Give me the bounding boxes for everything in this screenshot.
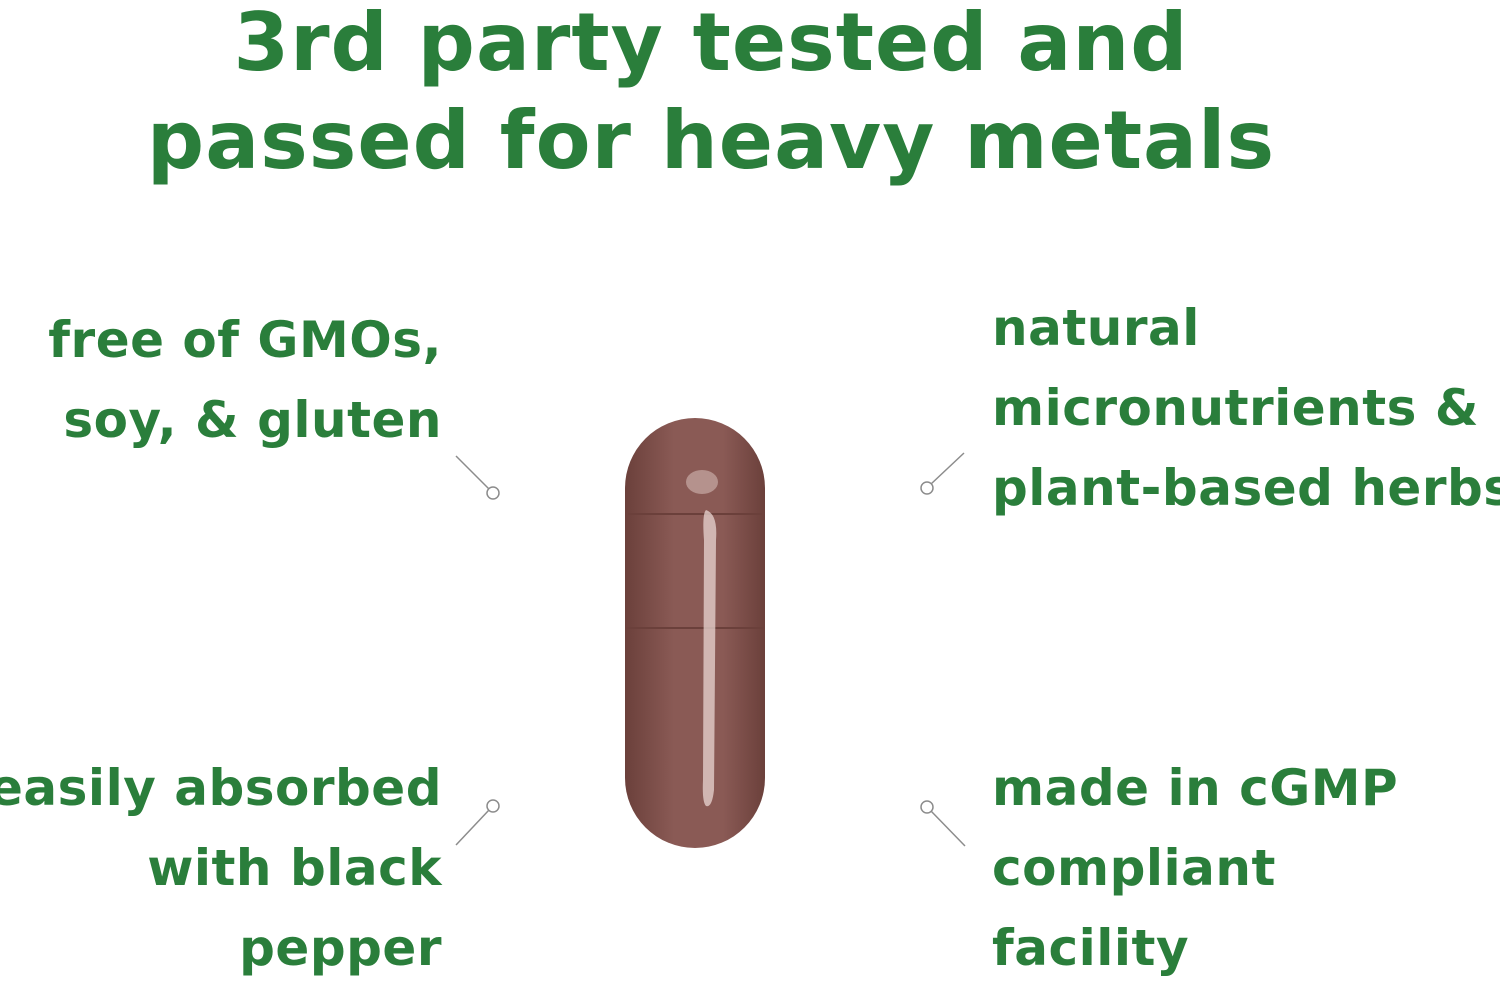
feature-gmo-line-2: soy, & gluten	[63, 391, 442, 449]
feature-cgmp-line-3: facility	[992, 919, 1190, 977]
connector-gmo	[455, 455, 500, 500]
capsule-highlight	[702, 510, 717, 807]
feature-black-pepper: easily absorbed with black pepper	[0, 748, 442, 988]
connector-cgmp	[920, 800, 966, 847]
feature-gmo-free: free of GMOs, soy, & gluten	[48, 300, 442, 460]
connector-micro	[920, 452, 965, 495]
feature-pepper-line-2: with black	[147, 839, 442, 897]
feature-cgmp-line-2: compliant	[992, 839, 1276, 897]
feature-micro-line-2: micronutrients &	[992, 379, 1479, 437]
headline-line-2: passed for heavy metals	[146, 94, 1276, 187]
capsule-body	[625, 418, 765, 848]
feature-cgmp-facility: made in cGMP compliant facility	[992, 748, 1398, 988]
feature-pepper-line-3: pepper	[239, 919, 442, 977]
capsule-cap-shine	[686, 470, 718, 494]
feature-micro-line-3: plant-based herbs	[992, 459, 1500, 517]
feature-pepper-line-1: easily absorbed	[0, 759, 442, 817]
feature-micro-line-1: natural	[992, 299, 1200, 357]
connector-pepper	[455, 799, 500, 846]
feature-cgmp-line-1: made in cGMP	[992, 759, 1399, 817]
feature-natural-micronutrients: natural micronutrients & plant-based her…	[992, 288, 1500, 528]
feature-gmo-line-1: free of GMOs,	[48, 311, 442, 369]
capsule-icon	[610, 410, 780, 850]
headline: 3rd party tested and passed for heavy me…	[0, 0, 1422, 190]
headline-line-1: 3rd party tested and	[233, 0, 1189, 89]
